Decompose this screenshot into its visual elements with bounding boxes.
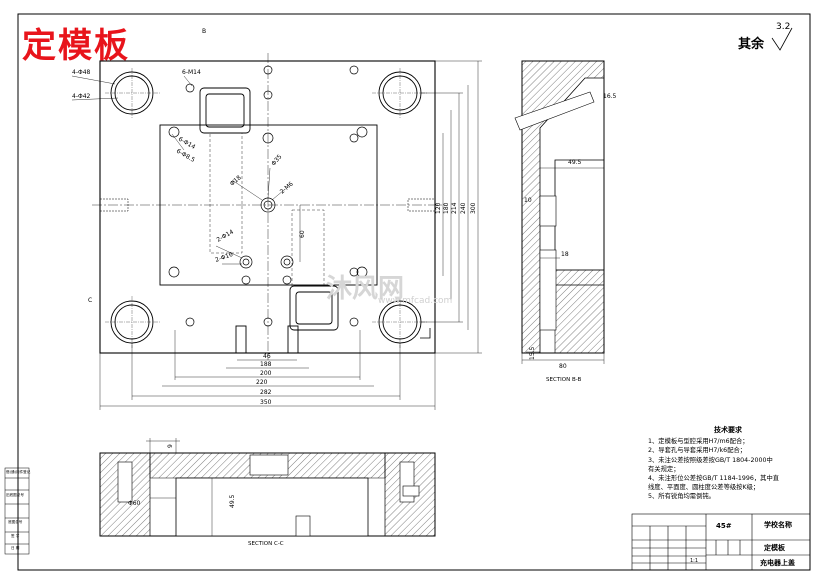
tb-material: 45# bbox=[716, 522, 732, 530]
dim-60: 60 bbox=[299, 230, 306, 238]
dim-right-4: 300 bbox=[470, 202, 477, 214]
drawing-title: 定模板 bbox=[22, 26, 130, 66]
dim-bottom-3: 220 bbox=[256, 379, 268, 386]
label-h8: Φ18 bbox=[229, 174, 243, 187]
plate-outline bbox=[99, 60, 436, 354]
tb-product: 充电器上盖 bbox=[760, 559, 795, 567]
dim-bottom-1: 188 bbox=[260, 361, 272, 368]
section-b-mark: B bbox=[202, 28, 206, 35]
roughness-symbol bbox=[771, 27, 793, 51]
tech-line-3: 有关规定； bbox=[648, 465, 680, 473]
dim-16-5: 16.5 bbox=[603, 93, 617, 100]
dim-bottom-0: 46 bbox=[263, 353, 271, 360]
dim-10: 10 bbox=[524, 197, 532, 204]
dim-right-1: 180 bbox=[443, 202, 450, 214]
strip-0: 借(通)用件登记 bbox=[6, 470, 31, 474]
dim-15-5: 15.5 bbox=[529, 346, 536, 360]
strip-1: 旧底图总号 bbox=[6, 493, 24, 497]
section-cc-label: SECTION C-C bbox=[248, 541, 284, 547]
dim-80: 80 bbox=[559, 363, 567, 370]
dim-49-5: 49.5 bbox=[568, 159, 582, 166]
strip-2: 底图总号 bbox=[8, 520, 23, 524]
strip-3: 签 字 bbox=[11, 534, 20, 538]
section-c-mark: C bbox=[88, 297, 92, 304]
watermark-main: 沐风网 bbox=[326, 274, 405, 304]
dim-9: 9 bbox=[167, 444, 174, 448]
dim-bottom-4: 282 bbox=[260, 389, 272, 396]
technical-requirements: 技术要求 1、定模板与型腔采用H7/m6配合； 2、导套孔与导套采用H7/k6配… bbox=[648, 426, 808, 502]
label-h1: 4-Φ48 bbox=[72, 69, 91, 76]
label-h9: 2-Φ14 bbox=[216, 228, 236, 243]
section-bb-label: SECTION B-B bbox=[546, 377, 582, 383]
tech-line-6: 5、所有锐角均需倒钝。 bbox=[648, 493, 715, 501]
dim-right-0: 120 bbox=[435, 202, 442, 214]
dim-bottom-5: 350 bbox=[260, 399, 272, 406]
title-block bbox=[631, 513, 811, 571]
tech-line-5: 线度、平面度、圆柱度公差等级按K级； bbox=[648, 484, 760, 492]
tech-line-0: 1、定模板与型腔采用H7/m6配合； bbox=[648, 438, 749, 446]
roughness-prefix: 其余 bbox=[738, 37, 765, 52]
dim-right-2: 214 bbox=[451, 202, 458, 214]
tech-line-2: 3、未注公差按照级差按GB/T 1804-2000中 bbox=[648, 456, 773, 464]
label-h3: 6-M14 bbox=[182, 69, 201, 76]
tech-title: 技术要求 bbox=[714, 426, 742, 434]
tech-line-1: 2、导套孔与导套采用H7/k6配合； bbox=[648, 447, 747, 455]
drawing-frame bbox=[17, 13, 811, 571]
section-cc-view bbox=[99, 438, 436, 537]
label-h2: 4-Φ42 bbox=[72, 93, 91, 100]
tech-line-4: 4、未注形位公差按GB/T 1184-1996，其中直 bbox=[648, 475, 780, 483]
dim-phi60: Φ60 bbox=[128, 500, 141, 507]
dim-18: 18 bbox=[561, 251, 569, 258]
label-h7: 2-M6 bbox=[279, 180, 295, 195]
left-strip bbox=[4, 467, 30, 555]
strip-4: 日 期 bbox=[11, 546, 20, 550]
roughness-value: 3.2 bbox=[776, 22, 791, 32]
watermark-sub: www.mfcad.com bbox=[378, 296, 453, 306]
tb-scale: 1:1 bbox=[690, 558, 699, 564]
tb-school: 学校名称 bbox=[764, 521, 792, 529]
dim-bottom-2: 200 bbox=[260, 370, 272, 377]
tb-part: 定模板 bbox=[764, 544, 785, 552]
dim-right-3: 240 bbox=[460, 202, 467, 214]
section-bb-view bbox=[514, 60, 605, 364]
dim-49-5-c: 49.5 bbox=[229, 494, 236, 508]
label-h6: Φ35 bbox=[270, 153, 283, 167]
